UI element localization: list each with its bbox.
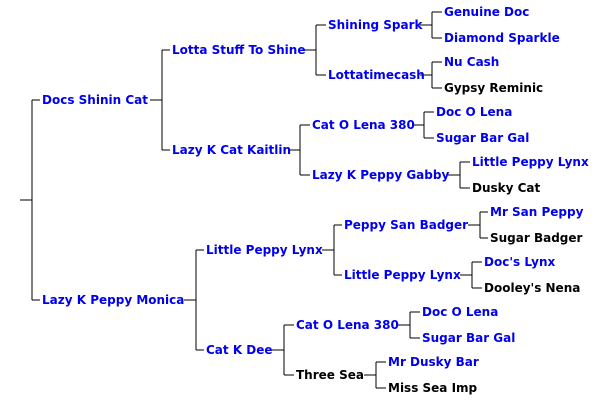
node-dds-sire[interactable]: Doc O Lena: [422, 305, 499, 319]
node-sdd-sire[interactable]: Little Peppy Lynx: [472, 155, 589, 169]
node-sds-sire[interactable]: Doc O Lena: [436, 105, 513, 119]
node-dsd-sire[interactable]: Doc's Lynx: [484, 255, 556, 269]
node-sire-dam[interactable]: Lazy K Cat Kaitlin: [172, 143, 292, 157]
node-sire-sire-dam[interactable]: Lottatimecash: [328, 68, 425, 82]
node-dam[interactable]: Lazy K Peppy Monica: [42, 293, 185, 307]
node-sire-dam-dam[interactable]: Lazy K Peppy Gabby: [312, 168, 450, 182]
node-sss-sire[interactable]: Genuine Doc: [444, 5, 530, 19]
node-dds-dam[interactable]: Sugar Bar Gal: [422, 331, 516, 345]
node-sire-dam-sire[interactable]: Cat O Lena 380: [312, 118, 415, 132]
node-sdd-dam: Dusky Cat: [472, 181, 541, 195]
node-sss-dam[interactable]: Diamond Sparkle: [444, 31, 560, 45]
node-ddd-sire[interactable]: Mr Dusky Bar: [388, 355, 479, 369]
node-ssd-sire[interactable]: Nu Cash: [444, 55, 500, 69]
node-dam-dam-sire[interactable]: Cat O Lena 380: [296, 318, 399, 332]
node-dam-dam-dam: Three Sea: [296, 368, 364, 382]
node-ssd-dam: Gypsy Reminic: [444, 81, 544, 95]
node-dam-sire[interactable]: Little Peppy Lynx: [206, 243, 323, 257]
node-dss-dam: Sugar Badger: [490, 231, 583, 245]
node-sire[interactable]: Docs Shinin Cat: [42, 93, 148, 107]
node-dam-sire-dam[interactable]: Little Peppy Lynx: [344, 268, 461, 282]
node-dss-sire[interactable]: Mr San Peppy: [490, 205, 584, 219]
node-dsd-dam: Dooley's Nena: [484, 281, 581, 295]
node-ddd-dam: Miss Sea Imp: [388, 381, 478, 395]
node-sds-dam[interactable]: Sugar Bar Gal: [436, 131, 530, 145]
node-sire-sire-sire[interactable]: Shining Spark: [328, 18, 423, 32]
node-dam-dam[interactable]: Cat K Dee: [206, 343, 273, 357]
node-dam-sire-sire[interactable]: Peppy San Badger: [344, 218, 469, 232]
node-sire-sire[interactable]: Lotta Stuff To Shine: [172, 43, 306, 57]
